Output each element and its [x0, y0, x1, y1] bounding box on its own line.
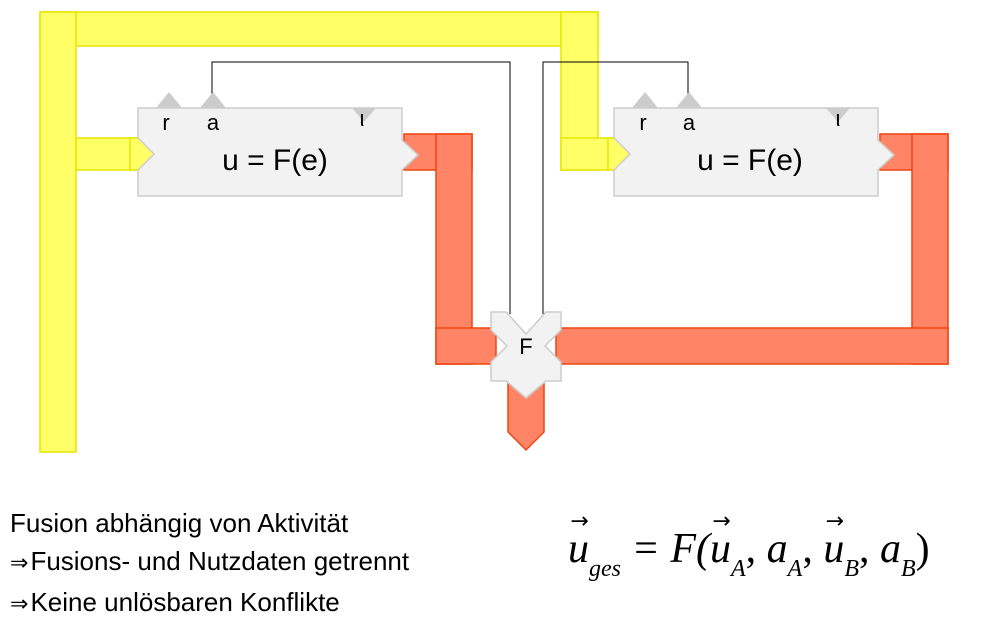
caption-line-2: ⇒Fusions- und Nutzdaten getrennt [10, 542, 409, 583]
port-a-label: a [207, 110, 220, 135]
implies-arrow-icon: ⇒ [10, 592, 29, 617]
port-iota-triangle [826, 108, 850, 122]
controller-block-b[interactable]: r a ι u = F(e) [613, 92, 896, 197]
port-iota-triangle [352, 108, 376, 122]
yellow-flow [39, 11, 634, 453]
port-r-triangle [632, 92, 658, 108]
sub-b1: B [844, 556, 859, 582]
port-r-label: r [639, 110, 646, 135]
vec-u-a: u [710, 525, 731, 573]
caption-text: Fusion abhängig von Aktivität ⇒Fusions- … [10, 504, 409, 624]
caption-line-1: Fusion abhängig von Aktivität [10, 508, 349, 538]
sub-a1: A [730, 556, 746, 582]
port-iota-label: ι [360, 106, 365, 131]
formula-eq: = F( [621, 526, 710, 572]
formula-close: ) [915, 526, 930, 572]
implies-arrow-icon: ⇒ [10, 551, 29, 576]
port-r-triangle [156, 92, 182, 108]
controller-block-a[interactable]: r a ι u = F(e) [137, 92, 420, 197]
vec-u-b: u [823, 525, 844, 573]
port-a-label: a [683, 110, 696, 135]
comma-3: , [859, 526, 880, 572]
fusion-label: F [519, 334, 532, 359]
caption-line-3-text: Keine unlösbaren Konflikte [30, 587, 340, 617]
red-flow [403, 133, 949, 452]
a-a: a [766, 526, 788, 572]
a-b: a [880, 526, 901, 572]
caption-line-2-text: Fusions- und Nutzdaten getrennt [30, 546, 410, 576]
comma-1: , [745, 526, 767, 572]
block-b-function: u = F(e) [697, 144, 803, 177]
caption-line-3: ⇒Keine unlösbaren Konflikte [10, 583, 409, 624]
fusion-formula: uges = F(uA, aA, uB, aB) [568, 525, 930, 583]
port-iota-label: ι [836, 106, 841, 131]
activity-lines [211, 61, 689, 314]
sub-b2: B [901, 556, 916, 582]
sub-ges: ges [589, 556, 621, 582]
sub-a2: A [787, 556, 803, 582]
fusion-block[interactable]: F [490, 311, 562, 399]
vec-u-ges: u [568, 525, 589, 573]
port-a-triangle [676, 92, 702, 108]
comma-2: , [802, 526, 824, 572]
block-a-function: u = F(e) [222, 144, 328, 177]
port-r-label: r [162, 110, 169, 135]
port-a-triangle [200, 92, 226, 108]
